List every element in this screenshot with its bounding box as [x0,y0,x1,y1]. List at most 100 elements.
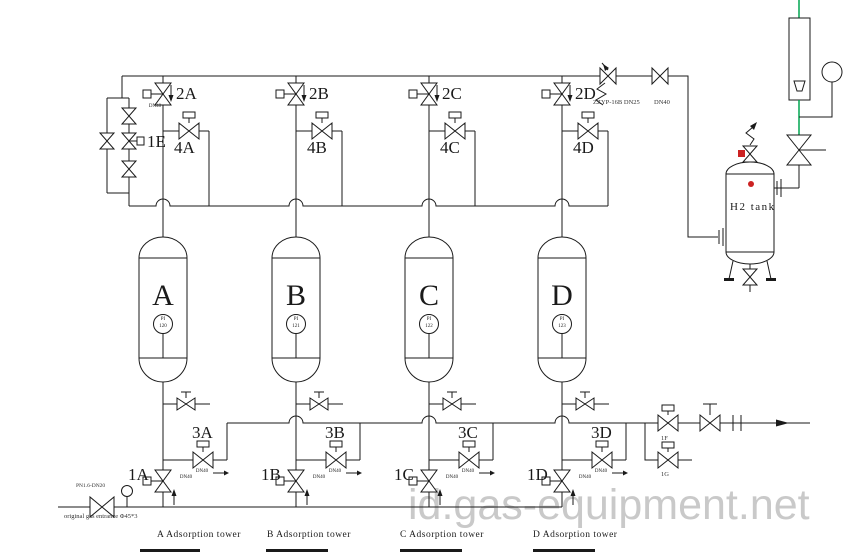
valve-1d-label: 1D [527,465,548,484]
feed-valve-icon [89,495,115,519]
pressure-regulator-icon [595,62,617,106]
valve-1e-label: 1E [147,132,166,151]
valve-3c-dn-label: DN40 [461,469,475,474]
h2-tank-vessel [725,161,775,265]
valve-1f-icon [657,414,679,432]
valve-3a-label: 3A [192,423,213,442]
valve-1c-label: 1C [394,465,414,484]
tower-b-assembly [271,76,362,507]
feed-pressure-gauge-icon [121,485,133,497]
top-dn40-label: DN40 [654,99,670,106]
valve-4c-label: 4C [440,138,460,157]
sample-valve-d-icon [575,397,595,411]
tower-a-vessel [138,236,188,383]
tank-gauge-dot-icon [748,181,754,187]
tower-c-vessel [404,236,454,383]
tower-d-caption: D Adsorption tower [533,530,618,540]
bypass-valve-top-icon [121,107,137,125]
tower-b-vessel [271,236,321,383]
valve-3b-icon [325,451,347,469]
tower-d-letter: D [551,279,573,312]
valve-4b-label: 4B [307,138,327,157]
valve-3c-icon [458,451,480,469]
tank-relief-valve-icon [742,145,758,163]
valve-3d-dn-label: DN40 [594,469,608,474]
valve-2d-label: 2D [575,84,596,103]
valve-4d-icon [577,122,599,140]
tower-b-caption: B Adsorption tower [267,530,351,540]
valve-1a-dn-label: DN40 [179,475,193,480]
valve-3d-icon [591,451,613,469]
outlet-manual-valve-icon [699,414,721,432]
valve-1b-label: 1B [261,465,281,484]
valve-2c-label: 2C [442,84,462,103]
sample-valve-c-icon [442,397,462,411]
tower-a-letter: A [152,279,174,312]
watermark: id.gas-equipment.net [408,481,810,529]
valve-1b-dn-label: DN40 [312,475,326,480]
pi-121-tag: PI [293,317,299,322]
feed-valve-spec-label: PN1.6-DN20 [76,483,106,489]
pi-120-tag: PI [160,317,166,322]
valve-4a-label: 4A [174,138,195,157]
valve-1g-icon [657,451,679,469]
outlet-valves [657,403,721,469]
pi-123-num: 123 [558,324,566,329]
tower-a-caption: A Adsorption tower [157,530,241,540]
valve-2b-label: 2B [309,84,329,103]
valve-3c-label: 3C [458,423,478,442]
pi-121-num: 121 [292,324,300,329]
valve-1g-label: 1G [661,471,669,478]
bypass-left-valve-icon [99,132,115,150]
valve-4b-icon [311,122,333,140]
pressure-gauge-icon [821,61,843,83]
pi-123-tag: PI [559,317,565,322]
flowmeter-icon [788,17,811,101]
valve-4c-icon [444,122,466,140]
h2-tank-assembly [718,122,800,292]
flowmeter-float-icon [793,80,806,92]
valve-1f-label: 1F [661,435,668,442]
bypass-valve-bottom-icon [121,160,137,178]
pi-122-tag: PI [426,317,432,322]
valve-3b-label: 3B [325,423,345,442]
valve-4a-icon [178,122,200,140]
valve-3a-dn-label: DN40 [195,469,209,474]
tower-d-assembly [537,76,628,507]
flow-arrow-icon [776,419,789,427]
vent-squiggle-icon [745,126,755,146]
tank-right-flange-icon [774,165,800,197]
pi-122-num: 122 [425,324,433,329]
regulator-label: ZZYP-16B DN25 [593,99,640,106]
offgas-header-line [227,415,810,461]
feed-line [58,485,562,508]
tower-a-assembly [138,76,229,507]
feed-entrance-note: original gas entrance Φ45*3 [64,513,138,520]
h2-tank-label: H2 tank [730,201,776,213]
product-metering-assembly [785,0,843,188]
valve-3d-label: 3D [591,423,612,442]
top-dn40-valve-icon [651,66,669,86]
valve-2a-label: 2A [176,84,197,103]
tower-c-letter: C [418,279,440,312]
tower-c-assembly [404,76,495,507]
purge-header-line [129,198,608,207]
pi-120-num: 120 [159,324,167,329]
tower-d-vessel [537,236,587,383]
valve-4d-label: 4D [573,138,594,157]
tank-left-flange-icon [718,228,724,246]
valve-2a-dn-label: DN40 [148,104,162,109]
sample-valve-b-icon [309,397,329,411]
bypass-valves [99,107,145,178]
orifice-icon [732,415,742,431]
valve-1c-dn-label: DN40 [445,475,459,480]
tank-drain-valve-icon [742,268,758,286]
caption-underlines [140,549,595,552]
valve-1d-dn-label: DN40 [578,475,592,480]
sample-valve-a-icon [176,397,196,411]
valve-1a-label: 1A [128,465,149,484]
valve-3b-dn-label: DN40 [328,469,342,474]
valve-3a-icon [192,451,214,469]
